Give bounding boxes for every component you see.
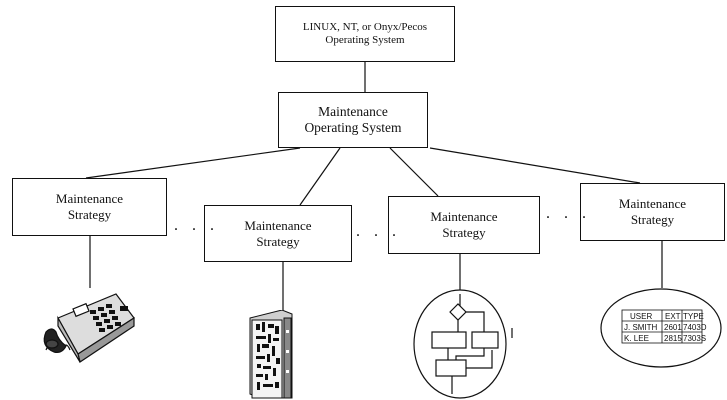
maintenance-strategy-box-3: Maintenance Strategy — [388, 196, 540, 254]
database-table-icon: USER EXT TYPE J. SMITH 2601 7403D K. LEE… — [600, 288, 722, 368]
connector-mos-to-strategy-4 — [429, 147, 641, 184]
maintenance-strategy-box-1: Maintenance Strategy — [12, 178, 167, 236]
flowchart-icon — [413, 289, 513, 399]
circuit-board-icon — [249, 310, 293, 399]
table-header-type: TYPE — [683, 312, 704, 321]
mos-line1: Maintenance — [318, 103, 388, 119]
ellipsis-2: . . . — [356, 223, 401, 240]
strategy-2-line1: Maintenance — [244, 217, 312, 233]
table-row-1-user: J. SMITH — [624, 323, 658, 332]
operating-system-line2: Operating System — [325, 34, 405, 46]
strategy-2-line2: Strategy — [256, 233, 300, 249]
strategy-3-line2: Strategy — [442, 225, 486, 240]
strategy-1-line2: Strategy — [67, 207, 112, 222]
operating-system-line1: LINUX, NT, or Onyx/Pecos — [302, 20, 428, 33]
operating-system-box: LINUX, NT, or Onyx/Pecos Operating Syste… — [275, 6, 455, 62]
table-row-1-ext: 2601 — [664, 323, 682, 332]
ellipsis-3: . . . — [546, 205, 591, 222]
table-row-1-type: 7403D — [683, 323, 707, 332]
table-row-2-ext: 2815 — [664, 334, 682, 343]
maintenance-strategy-box-4: Maintenance Strategy — [580, 183, 725, 241]
strategy-4-line2: Strategy — [630, 212, 675, 227]
mos-line2: Operating System — [304, 120, 402, 135]
ellipsis-1: . . . — [174, 217, 219, 234]
strategy-1-line1: Maintenance — [55, 191, 124, 207]
telephone-icon — [43, 293, 135, 363]
strategy-3-line1: Maintenance — [430, 209, 498, 225]
strategy-4-line1: Maintenance — [618, 196, 687, 212]
maintenance-strategy-box-2: Maintenance Strategy — [204, 205, 352, 262]
table-row-2-type: 7303S — [683, 334, 706, 343]
table-header-user: USER — [630, 312, 652, 321]
table-row-2-user: K. LEE — [624, 334, 649, 343]
connector-mos-to-strategy-2 — [299, 147, 341, 206]
table-header-ext: EXT — [665, 312, 681, 321]
maintenance-operating-system-box: Maintenance Operating System — [278, 92, 428, 148]
connector-mos-to-strategy-1 — [85, 147, 301, 179]
connector-mos-to-strategy-3 — [389, 147, 439, 197]
